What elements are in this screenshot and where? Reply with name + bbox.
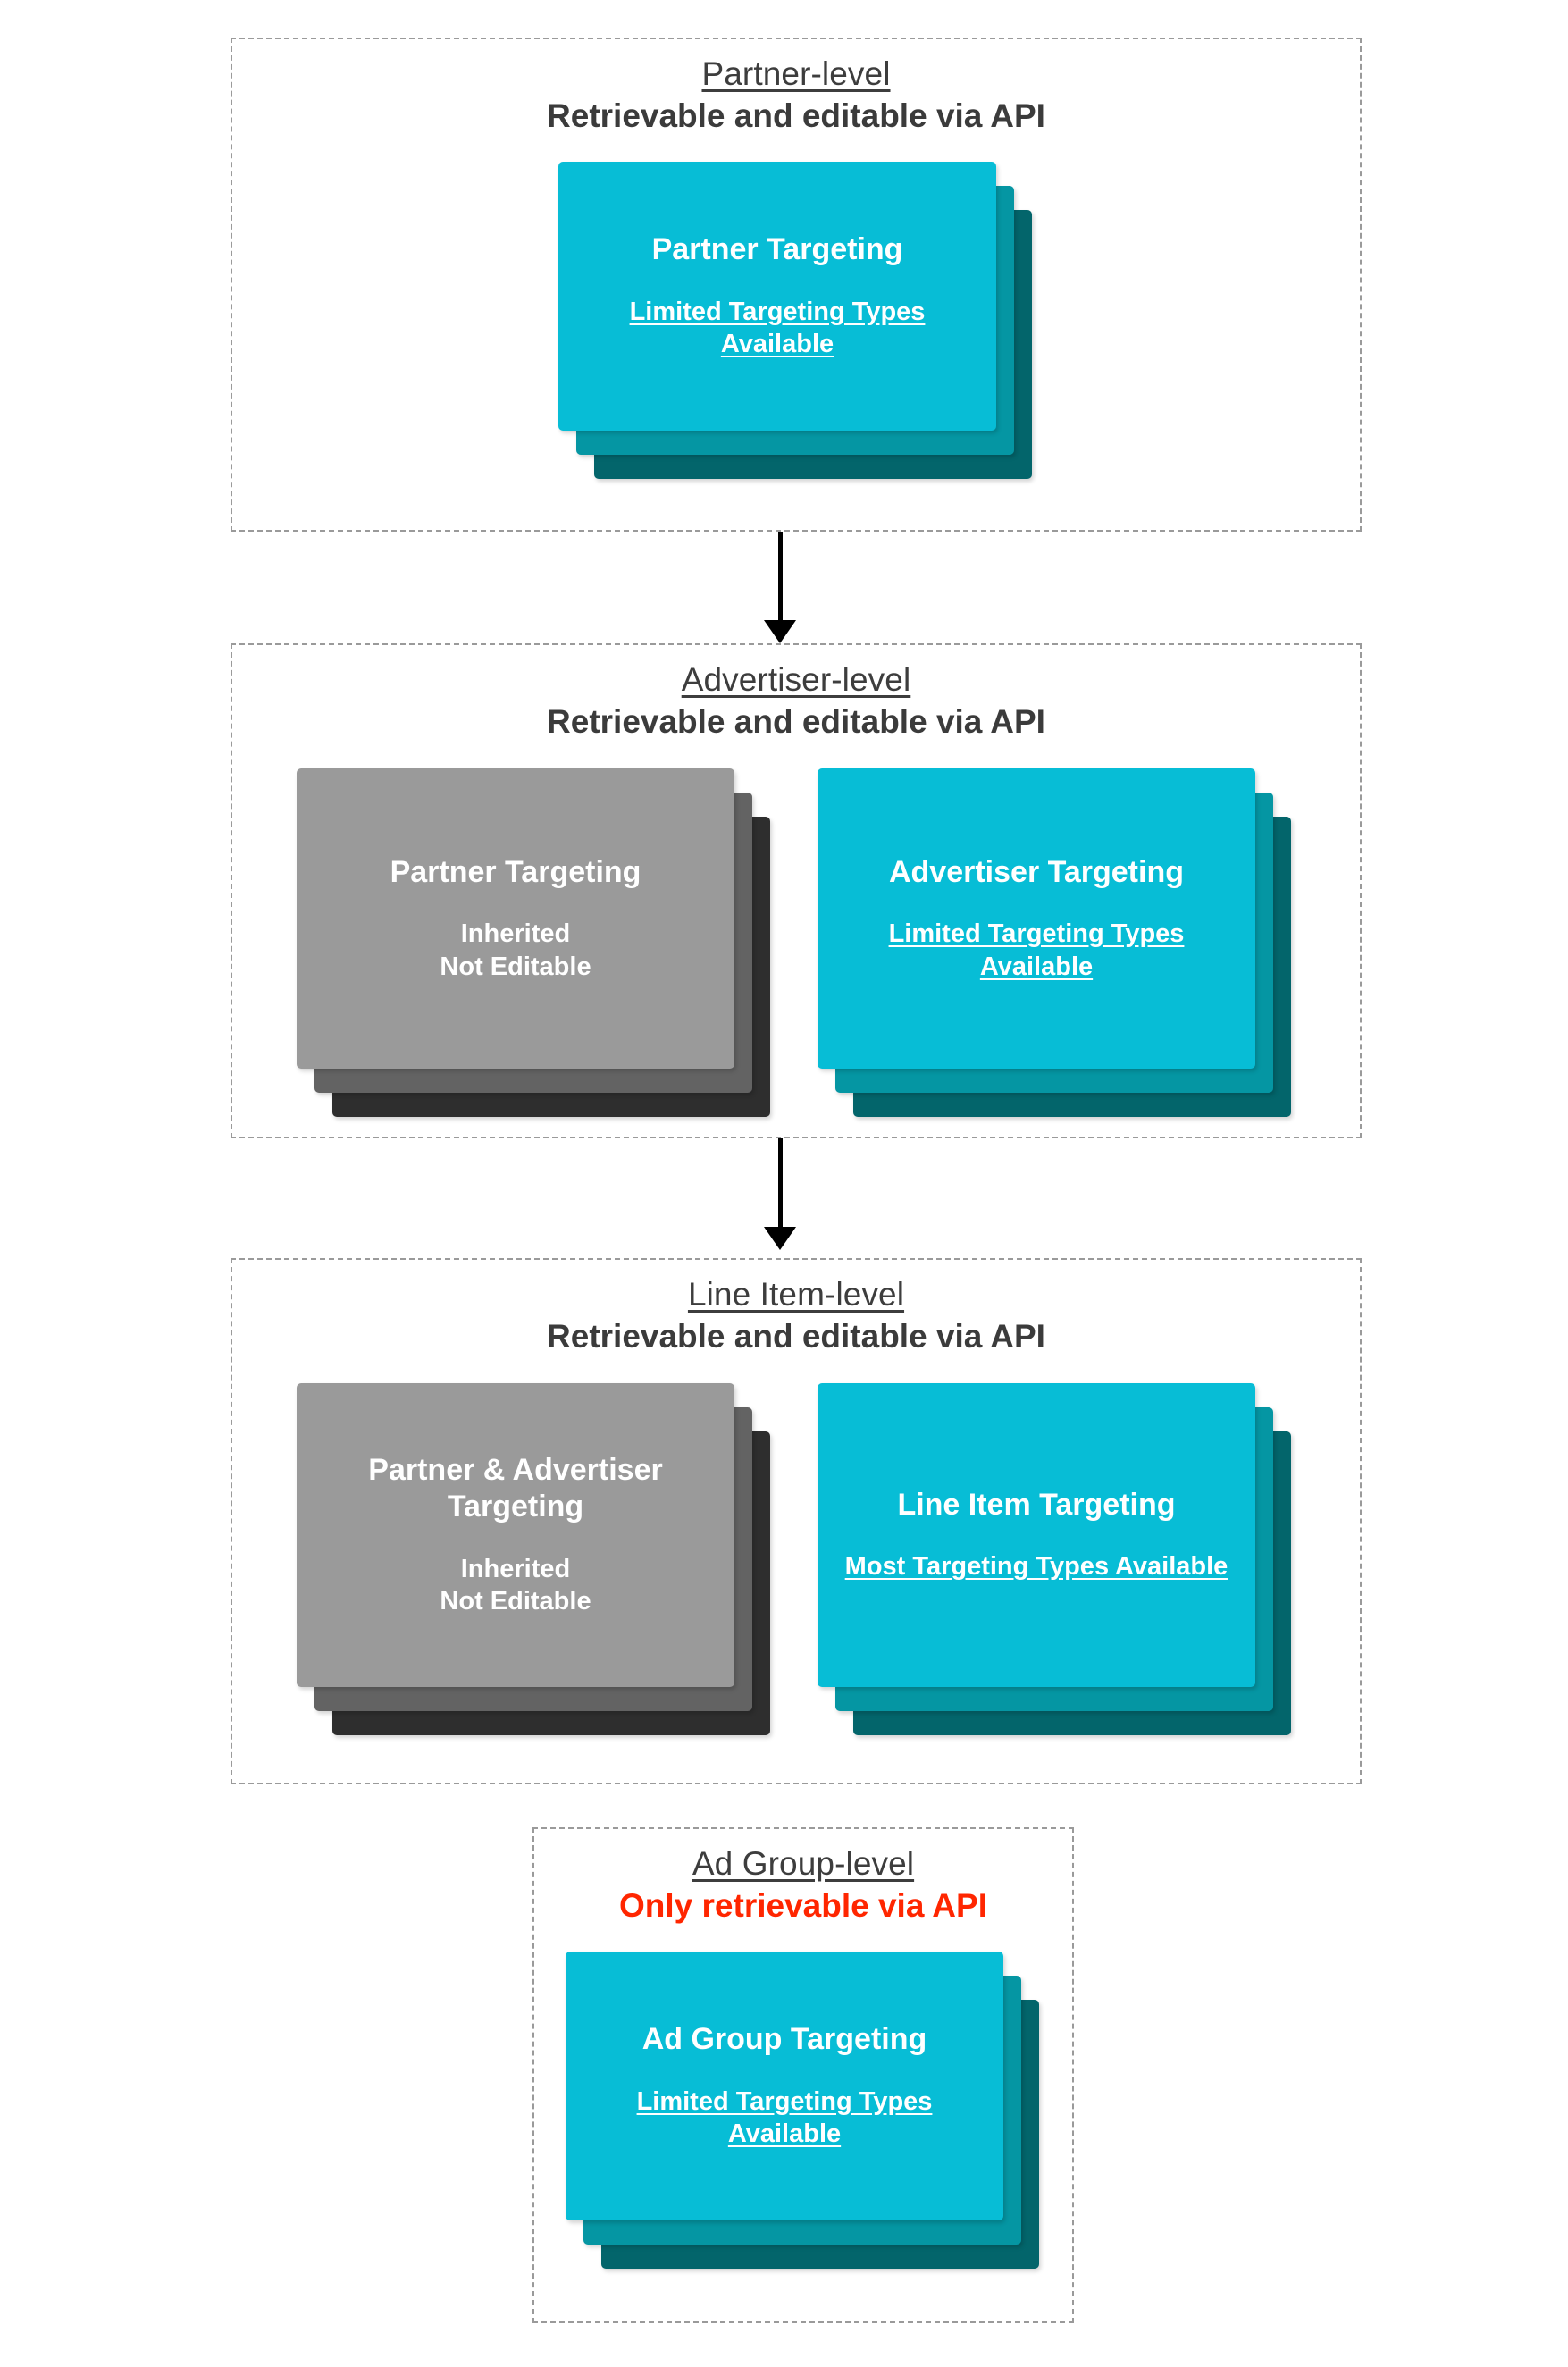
card-layer-front: Ad Group Targeting Limited Targeting Typ… (566, 1952, 1003, 2220)
level-heading-partner: Partner-level Retrievable and editable v… (232, 55, 1360, 136)
card-note: Inherited Not Editable (440, 1554, 591, 1616)
down-arrow-icon (764, 620, 796, 643)
arrow-shaft (777, 532, 783, 621)
level-subtitle-advertiser: Retrievable and editable via API (547, 702, 1045, 740)
card-note: Limited Targeting Types Available (629, 297, 926, 359)
card-body: Line Item Targeting Most Targeting Types… (818, 1383, 1255, 1687)
card-stack-partner-targeting[interactable]: Partner Targeting Limited Targeting Type… (558, 162, 1032, 479)
card-note: Limited Targeting Types Available (636, 2086, 933, 2149)
card-stack-ad-group-targeting[interactable]: Ad Group Targeting Limited Targeting Typ… (566, 1952, 1039, 2269)
card-layer-front: Partner Targeting Inherited Not Editable (297, 768, 734, 1069)
card-layer-front: Partner & Advertiser Targeting Inherited… (297, 1383, 734, 1687)
card-title: Partner Targeting (651, 232, 903, 267)
card-title: Advertiser Targeting (888, 854, 1184, 889)
level-title-ad-group: Ad Group-level (692, 1845, 915, 1882)
card-note: Inherited Not Editable (440, 919, 591, 981)
card-title: Partner & Advertiser Targeting (368, 1453, 663, 1524)
card-title: Line Item Targeting (897, 1488, 1176, 1522)
level-title-line-item: Line Item-level (687, 1276, 905, 1313)
card-note: Most Targeting Types Available (844, 1552, 1228, 1582)
card-layer-front: Line Item Targeting Most Targeting Types… (818, 1383, 1255, 1687)
down-arrow-icon (764, 1227, 796, 1250)
level-heading-advertiser: Advertiser-level Retrievable and editabl… (232, 661, 1360, 742)
level-box-advertiser: Advertiser-level Retrievable and editabl… (231, 643, 1362, 1138)
level-heading-ad-group: Ad Group-level Only retrievable via API (534, 1845, 1072, 1926)
level-title-partner: Partner-level (701, 55, 891, 92)
level-box-partner: Partner-level Retrievable and editable v… (231, 38, 1362, 532)
arrow-shaft (777, 1138, 783, 1228)
level-box-line-item: Line Item-level Retrievable and editable… (231, 1258, 1362, 1784)
card-stack-line-item-targeting[interactable]: Line Item Targeting Most Targeting Types… (818, 1383, 1291, 1735)
card-note: Limited Targeting Types Available (888, 919, 1185, 981)
card-body: Advertiser Targeting Limited Targeting T… (818, 768, 1255, 1069)
card-stack-inherited-partner-advertiser-targeting[interactable]: Partner & Advertiser Targeting Inherited… (297, 1383, 770, 1735)
card-stack-inherited-partner-targeting[interactable]: Partner Targeting Inherited Not Editable (297, 768, 770, 1117)
card-body: Ad Group Targeting Limited Targeting Typ… (566, 1952, 1003, 2220)
card-title: Partner Targeting (390, 854, 641, 889)
level-box-ad-group: Ad Group-level Only retrievable via API … (532, 1827, 1074, 2323)
card-body: Partner & Advertiser Targeting Inherited… (297, 1383, 734, 1687)
level-subtitle-ad-group: Only retrievable via API (619, 1886, 987, 1924)
level-subtitle-line-item: Retrievable and editable via API (547, 1317, 1045, 1355)
card-title: Ad Group Targeting (641, 2022, 927, 2057)
card-layer-front: Partner Targeting Limited Targeting Type… (558, 162, 996, 431)
card-stack-advertiser-targeting[interactable]: Advertiser Targeting Limited Targeting T… (818, 768, 1291, 1117)
connector-partner-to-advertiser (764, 532, 796, 643)
level-heading-line-item: Line Item-level Retrievable and editable… (232, 1276, 1360, 1356)
card-body: Partner Targeting Inherited Not Editable (297, 768, 734, 1069)
card-body: Partner Targeting Limited Targeting Type… (558, 162, 996, 431)
level-subtitle-partner: Retrievable and editable via API (547, 97, 1045, 134)
connector-advertiser-to-line-item (764, 1138, 796, 1250)
card-layer-front: Advertiser Targeting Limited Targeting T… (818, 768, 1255, 1069)
level-title-advertiser: Advertiser-level (681, 661, 911, 698)
